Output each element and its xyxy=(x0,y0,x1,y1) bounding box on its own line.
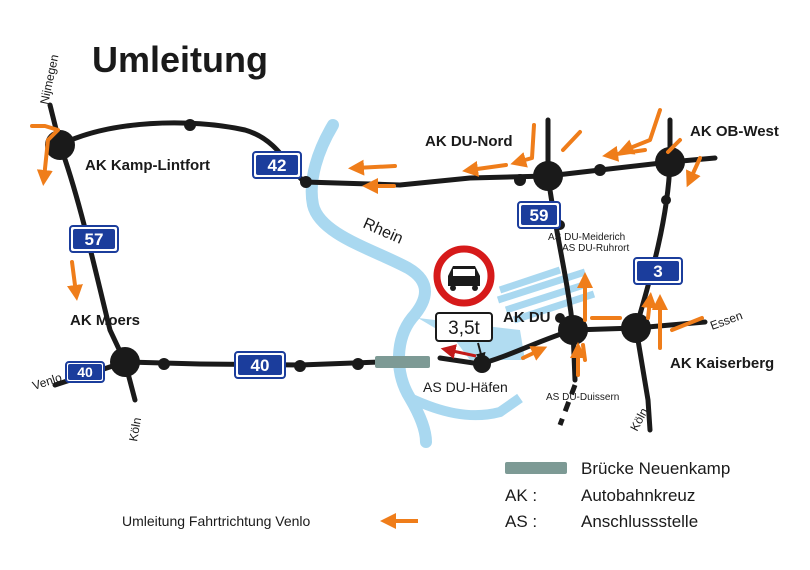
sign-a42: 42 xyxy=(252,151,302,179)
direction-koeln-west: Köln xyxy=(126,416,144,442)
label-du-duissern: AS DU-Duissern xyxy=(546,392,619,403)
label-moers: AK Moers xyxy=(70,312,140,329)
sign-a40-middle: 40 xyxy=(234,351,286,379)
direction-nijmegen: Nijmegen xyxy=(37,53,61,106)
label-du-meiderich: AS DU-Meiderich xyxy=(548,232,625,243)
legend: Brücke Neuenkamp AK : Autobahnkreuz AS :… xyxy=(122,459,730,531)
interchange-ob-west xyxy=(655,147,685,177)
svg-text:59: 59 xyxy=(530,206,549,225)
no-cars-icon xyxy=(433,245,495,307)
label-kamp-lintfort: AK Kamp-Lintfort xyxy=(85,157,210,174)
legend-bridge-swatch xyxy=(505,462,567,474)
restriction-pointer xyxy=(475,342,486,363)
label-du-ruhrort: AS DU-Ruhrort xyxy=(562,243,629,254)
svg-text:42: 42 xyxy=(268,156,287,175)
svg-text:40: 40 xyxy=(77,364,93,380)
sign-a59: 59 xyxy=(517,201,561,229)
sign-a40-west: 40 xyxy=(65,361,105,383)
legend-ak-value: Autobahnkreuz xyxy=(581,486,695,505)
label-du: AK DU xyxy=(503,309,551,326)
interchange-moers xyxy=(110,347,140,377)
legend-bridge-label: Brücke Neuenkamp xyxy=(581,459,730,478)
road-a42-east xyxy=(545,155,718,179)
interchange-kaiserberg xyxy=(621,313,651,343)
legend-detour-label: Umleitung Fahrtrichtung Venlo xyxy=(122,513,311,529)
weight-limit-plate: 3,5t xyxy=(435,312,493,342)
legend-as-value: Anschlussstelle xyxy=(581,512,698,531)
svg-text:57: 57 xyxy=(85,230,104,249)
interchange-du-nord xyxy=(533,161,563,191)
sign-a57: 57 xyxy=(69,225,119,253)
bridge-neuenkamp xyxy=(375,356,430,368)
direction-essen: Essen xyxy=(708,308,744,333)
road-a59-dashed xyxy=(557,384,578,426)
svg-text:40: 40 xyxy=(251,356,270,375)
svg-text:3,5t: 3,5t xyxy=(448,318,480,339)
label-kaiserberg: AK Kaiserberg xyxy=(670,355,774,372)
interchange-kamp-lintfort xyxy=(45,130,75,160)
restriction-arrow xyxy=(440,344,477,359)
sign-a3: 3 xyxy=(633,257,683,285)
label-du-haefen: AS DU-Häfen xyxy=(423,379,508,395)
label-du-nord: AK DU-Nord xyxy=(425,133,513,150)
road-a57 xyxy=(57,142,128,365)
detour-arrows xyxy=(30,108,704,377)
legend-ak-key: AK : xyxy=(505,486,537,505)
interchange-du xyxy=(558,315,588,345)
label-ob-west: AK OB-West xyxy=(690,123,779,140)
map-title: Umleitung xyxy=(92,39,268,80)
svg-text:3: 3 xyxy=(653,262,662,281)
direction-venlo: Venlo xyxy=(31,370,64,393)
legend-as-key: AS : xyxy=(505,512,537,531)
